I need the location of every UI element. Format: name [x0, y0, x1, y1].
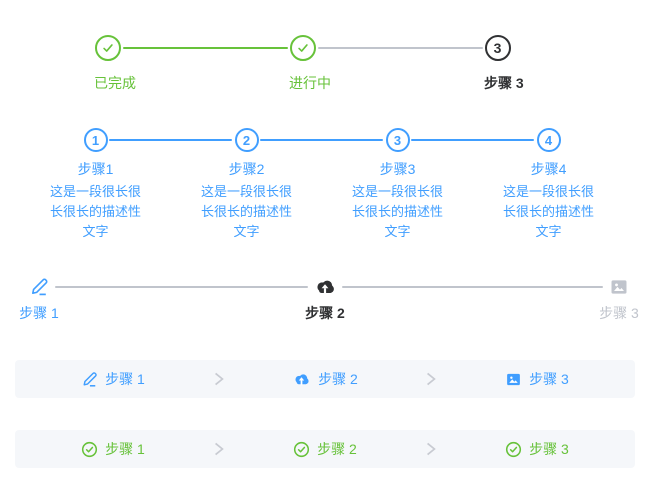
picture-icon: [505, 371, 522, 388]
step-title: 步骤 2: [305, 305, 345, 321]
step-label: 步骤 1: [105, 371, 145, 387]
step-title: 步骤 3: [484, 75, 524, 91]
numbered-step-2[interactable]: 2 步骤2 这是一段很长很长很长的描述性文字: [171, 128, 322, 242]
step-label: 步骤 2: [318, 371, 358, 387]
step-description: 这是一段很长很长很长的描述性文字: [351, 184, 443, 239]
check-icon: [101, 41, 115, 55]
step-circle: 3: [484, 35, 511, 61]
step-label: 步骤 1: [105, 441, 145, 457]
step-circle: [289, 35, 316, 61]
step-circle: 1: [83, 128, 108, 152]
step-title: 已完成: [94, 75, 136, 91]
step-description: 这是一段很长很长很长的描述性文字: [200, 184, 292, 239]
step-title: 进行中: [289, 75, 331, 91]
step-title: 步骤3: [379, 161, 416, 177]
step-label: 步骤 3: [529, 371, 569, 387]
simple-step-3[interactable]: 步骤 3: [439, 369, 635, 389]
step-circle: 2: [234, 128, 259, 152]
check-icon: [296, 41, 310, 55]
step-connector-line: [123, 47, 288, 49]
edit-icon[interactable]: [29, 277, 49, 297]
step-number: 2: [242, 132, 251, 148]
simple-step-3[interactable]: 步骤 3: [439, 439, 635, 459]
step-title: 步骤 3: [599, 305, 639, 321]
simple-step-2[interactable]: 步骤 2: [227, 369, 423, 389]
picture-icon[interactable]: [609, 277, 629, 297]
step-title: 步骤4: [530, 161, 567, 177]
step-number: 4: [544, 132, 553, 148]
step-label: 步骤 2: [317, 441, 357, 457]
circle-check-icon: [81, 441, 98, 458]
step-connector-line: [260, 139, 383, 141]
circle-check-icon: [293, 441, 310, 458]
step-label: 步骤 3: [529, 441, 569, 457]
cloud-upload-icon[interactable]: [313, 275, 337, 299]
step-number: 3: [393, 132, 402, 148]
chevron-right-icon: [423, 370, 439, 388]
step-connector-line: [411, 139, 534, 141]
step-description: 这是一段很长很长很长的描述性文字: [502, 184, 594, 239]
circle-check-icon: [505, 441, 522, 458]
simple-step-1[interactable]: 步骤 1: [15, 439, 211, 459]
step-connector-line: [55, 286, 308, 288]
simple-step-1[interactable]: 步骤 1: [15, 369, 211, 389]
chevron-right-icon: [211, 440, 227, 458]
step-title: 步骤2: [228, 161, 265, 177]
cloud-upload-icon: [292, 370, 311, 389]
chevron-right-icon: [423, 440, 439, 458]
numbered-step-3[interactable]: 3 步骤3 这是一段很长很长很长的描述性文字: [322, 128, 473, 242]
step-description: 这是一段很长很长很长的描述性文字: [49, 184, 141, 239]
step-connector-line: [109, 139, 232, 141]
step-title: 步骤 1: [19, 305, 59, 321]
numbered-step-1[interactable]: 1 步骤1 这是一段很长很长很长的描述性文字: [20, 128, 171, 242]
chevron-right-icon: [211, 370, 227, 388]
simple-steps-primary: 步骤 1 步骤 2: [15, 360, 635, 398]
status-step-1[interactable]: 已完成: [10, 35, 205, 91]
step-connector-line: [318, 47, 483, 49]
status-step-3[interactable]: 3 步骤 3: [400, 35, 595, 91]
step-circle: [94, 35, 121, 61]
step-connector-line: [342, 286, 603, 288]
numbered-step-4[interactable]: 4 步骤4 这是一段很长很长很长的描述性文字: [473, 128, 624, 242]
step-title: 步骤1: [77, 161, 114, 177]
edit-icon: [81, 371, 98, 388]
simple-step-2[interactable]: 步骤 2: [227, 439, 423, 459]
step-circle: 3: [385, 128, 410, 152]
simple-steps-success: 步骤 1 步骤 2 步骤 3: [15, 430, 635, 468]
status-step-2[interactable]: 进行中: [205, 35, 400, 91]
step-number: 3: [493, 40, 502, 56]
step-circle: 4: [536, 128, 561, 152]
step-number: 1: [91, 132, 100, 148]
